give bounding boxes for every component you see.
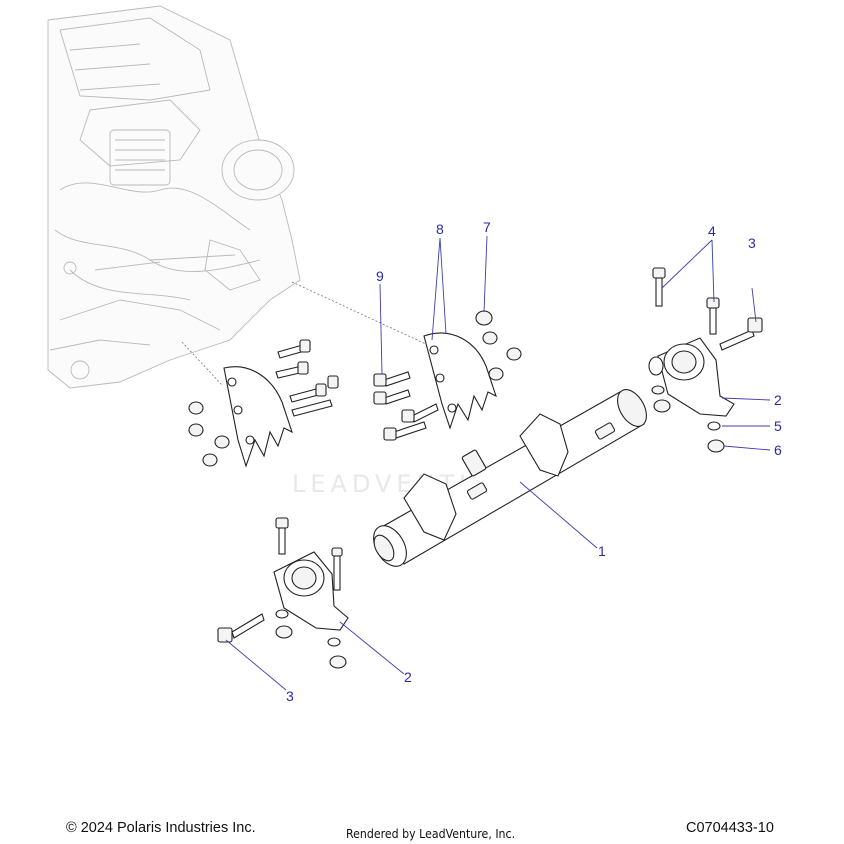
callout-9: 9 <box>376 268 384 284</box>
flange-nut-group <box>475 310 522 381</box>
callout-labels: 1 2 2 3 3 4 5 6 7 8 9 <box>286 219 782 704</box>
callout-8: 8 <box>436 221 444 237</box>
bolt-nut-group-left-lower <box>217 517 347 669</box>
copyright-text: © 2024 Polaris Industries Inc. <box>66 820 256 836</box>
nut-group-left <box>188 401 230 467</box>
mount-bracket-right <box>423 332 497 430</box>
mount-bracket-left <box>223 366 293 468</box>
alignment-dashed-line <box>291 281 429 346</box>
callout-3-lower: 3 <box>286 688 294 704</box>
bolt-group-upper-right <box>652 267 763 351</box>
callout-2-left: 2 <box>404 669 412 685</box>
callout-3-upper: 3 <box>748 235 756 251</box>
axle-tube <box>373 389 647 567</box>
rendered-by-text: Rendered by LeadVenture, Inc. <box>346 826 516 841</box>
pillow-block-right <box>648 337 735 417</box>
figure-id: C0704433-10 <box>686 820 774 836</box>
callout-2-right: 2 <box>774 392 782 408</box>
callout-7: 7 <box>483 219 491 235</box>
bolt-group-right <box>373 371 439 441</box>
washer-nut-group-right <box>651 385 725 453</box>
callout-6: 6 <box>774 442 782 458</box>
callout-5: 5 <box>774 418 782 434</box>
leader-lines <box>225 235 771 691</box>
engine-block-illustration <box>47 5 301 389</box>
alignment-dashed-line <box>181 341 223 386</box>
bolt-group-left <box>275 339 339 417</box>
callout-1: 1 <box>598 543 606 559</box>
pillow-block-left <box>273 551 349 631</box>
callout-4: 4 <box>708 223 716 239</box>
